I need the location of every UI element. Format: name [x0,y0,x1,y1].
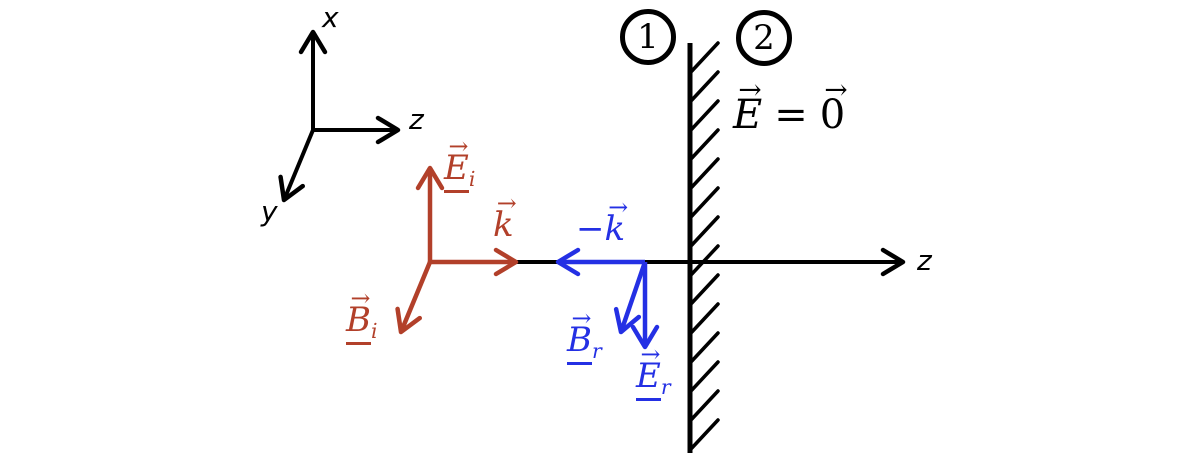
incident-B-label: →Bi [346,284,378,346]
E-zero-lhs: →E [733,72,763,138]
vector-arrow-icon: → [496,189,517,218]
vector-arrow-icon: → [824,72,847,106]
region-2-number: 2 [753,18,775,58]
region-2-badge: 2 [736,10,792,66]
vector-arrow-icon: → [571,304,592,333]
incident-k-label: →k [493,189,517,245]
incident-E-subscript: i [468,167,476,192]
reflected-B-vector [613,261,648,335]
vector-arrow-icon: → [738,72,761,106]
vector-arrow-icon: → [448,132,468,161]
incident-B-subscript: i [371,319,378,344]
minus-sign: − [576,209,605,249]
vector-arrow-icon: → [640,340,660,369]
frame-z-label: z [409,103,424,136]
frame-x-label: x [322,1,339,34]
conductor-hatching [688,41,720,452]
reflected-E-subscript: r [660,375,671,400]
reflected-B-subscript: r [592,339,602,364]
incident-B-vector [395,261,433,335]
frame-y-label: y [261,195,278,228]
vector-arrow-icon: → [350,284,371,313]
incident-E-label: →Ei [444,132,476,194]
conductor-field-equation: →E=→0 [733,72,848,138]
reflected-k-label: −→k [576,193,628,249]
region-1-badge: 1 [620,9,676,65]
frame-y-axis [278,129,315,203]
region-1-number: 1 [637,17,659,57]
reflected-B-label: →Br [567,304,602,366]
reflected-E-label: →Er [636,340,671,402]
vector-arrow-icon: → [608,193,628,222]
E-zero-rhs: →0 [819,72,848,138]
equals-sign: = [774,92,808,138]
z-axis-label: z [917,244,932,277]
